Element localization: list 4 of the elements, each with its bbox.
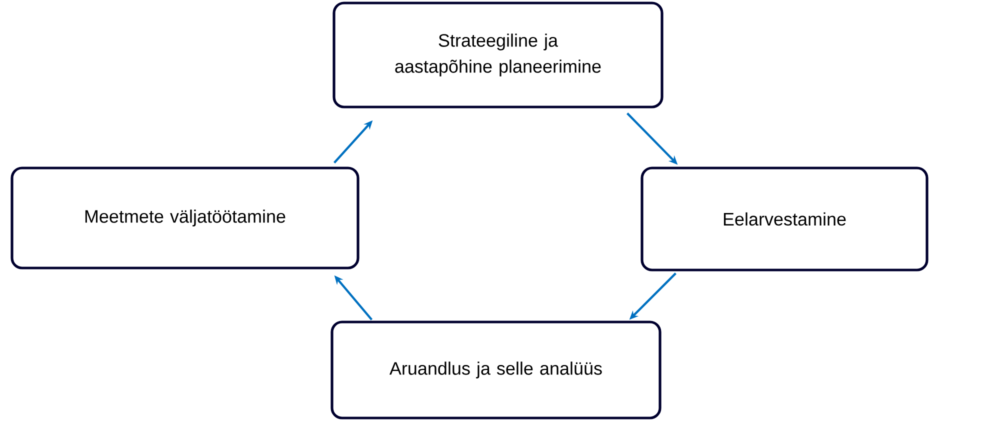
- process-box: Aruandlus ja selle analüüs: [330, 320, 662, 420]
- process-box: Meetmete väljatöötamine: [10, 166, 360, 270]
- process-box: Eelarvestamine: [640, 166, 928, 272]
- process-box: Strateegiline ja aastapõhine planeerimine: [332, 2, 664, 108]
